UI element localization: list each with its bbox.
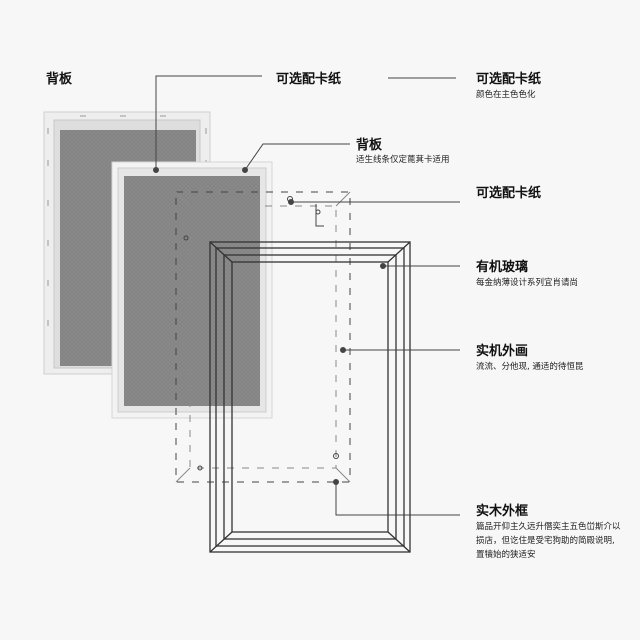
wood-frame-layer bbox=[209, 241, 411, 553]
label-card-top-right-sub: 颜色在主色色化 bbox=[476, 90, 536, 100]
label-card-top-center: 可选配卡纸 bbox=[276, 72, 342, 87]
label-wood-frame-title: 实木外框 bbox=[476, 504, 529, 519]
staple-marks bbox=[47, 115, 207, 326]
label-card-top-right-title: 可选配卡纸 bbox=[476, 72, 542, 87]
label-outer-image-title: 实机外画 bbox=[476, 344, 529, 359]
label-back-mid-title: 背板 bbox=[356, 138, 383, 153]
label-card-mid: 可选配卡纸 bbox=[476, 186, 542, 201]
backboard-layer bbox=[111, 161, 273, 419]
mat-card-layer bbox=[175, 191, 351, 483]
label-back-left: 背板 bbox=[46, 72, 73, 87]
label-wood-frame-sub-1: 篇品开仰主久远升僭奕主五色峃斯介以 bbox=[476, 522, 621, 532]
label-wood-frame-sub-3: 置犢始的狭适安 bbox=[476, 550, 536, 560]
label-back-mid-sub: 适生线条仅定蓖萁卡适用 bbox=[356, 155, 450, 165]
label-glass-sub: 每金纳薄设计系列宜肖请尚 bbox=[476, 278, 579, 288]
label-glass-title: 有机玻璃 bbox=[476, 260, 529, 275]
label-wood-frame-sub-2: 损店，但讫住是受宅狗助的简殿说明, bbox=[476, 536, 615, 546]
label-outer-image-sub: 流流、分他现, 通适的待恒昆 bbox=[476, 362, 584, 372]
callout-lines bbox=[153, 75, 460, 516]
